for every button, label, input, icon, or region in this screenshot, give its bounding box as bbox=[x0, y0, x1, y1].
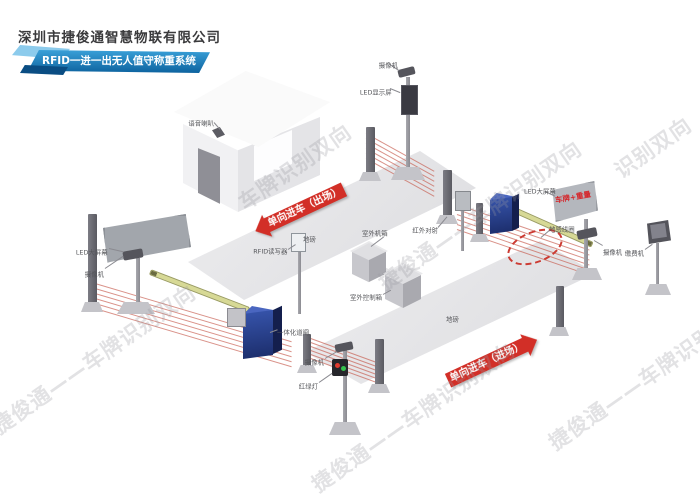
company-name: 深圳市捷俊通智慧物联有限公司 bbox=[18, 30, 221, 46]
barrier-exit-label: 一体化道闸 bbox=[277, 329, 309, 337]
entry-direction-arrow: 单向进车（进场） bbox=[444, 337, 530, 388]
infrared-post bbox=[88, 214, 97, 308]
led-screen-right-base bbox=[572, 268, 602, 280]
banner-tail-shape bbox=[20, 65, 68, 75]
camera-left-icon bbox=[122, 248, 144, 261]
rfid-pole-exit bbox=[298, 240, 301, 314]
traffic-pole-base bbox=[329, 422, 361, 435]
infrared-post bbox=[443, 170, 452, 220]
camera-right-icon bbox=[576, 227, 598, 240]
speaker-label: 语音喇叭 bbox=[188, 120, 214, 128]
traffic-pole bbox=[343, 350, 347, 426]
watermark: 捷俊通——车牌识别双向 bbox=[0, 280, 201, 439]
camera-right-label: 摄像机 bbox=[603, 249, 623, 257]
system-title-banner: RFID一进一出无人值守称重系统 bbox=[42, 55, 196, 67]
rfid-reader-label: RFID读写器 bbox=[252, 248, 287, 256]
rfid-reader-entry bbox=[455, 191, 471, 211]
pay-kiosk-screen bbox=[650, 223, 667, 239]
cabinet-b-label: 室外控制箱 bbox=[350, 294, 382, 302]
infrared-post bbox=[366, 127, 375, 177]
roof-speaker bbox=[212, 127, 225, 138]
led-screen-left bbox=[103, 214, 191, 263]
led-panel-top bbox=[401, 85, 418, 115]
led-screen-left-pole bbox=[136, 258, 140, 306]
infrared-post bbox=[476, 203, 483, 239]
barrier-entry-side bbox=[512, 193, 519, 231]
infrared-label: 红外对射 bbox=[412, 227, 438, 235]
barrier-exit-printer bbox=[227, 308, 246, 327]
camera-pole-top-base bbox=[391, 167, 425, 180]
scale-label-lower: 地磅 bbox=[446, 316, 459, 324]
watermark: 捷俊通——车牌识别双向 bbox=[544, 296, 700, 455]
rfid-pole-entry bbox=[461, 209, 464, 251]
camera-traffic-label: 摄像机 bbox=[304, 359, 324, 367]
traffic-light-green bbox=[341, 366, 346, 371]
led-panel-top-label: LED显示屏 bbox=[360, 89, 392, 97]
pay-kiosk-base bbox=[645, 284, 671, 295]
cabinet-a-label: 室外机箱 bbox=[362, 230, 388, 238]
led-screen-right-label: LED大屏幕 bbox=[524, 188, 556, 196]
barrier-exit-front bbox=[243, 309, 273, 359]
booth-door bbox=[198, 148, 220, 204]
led-screen-right-pole bbox=[584, 219, 588, 271]
led-screen-left-label: LED大屏幕 bbox=[76, 249, 108, 257]
camera-pole-top bbox=[406, 77, 410, 171]
pay-kiosk-label: 缴费机 bbox=[624, 250, 644, 258]
traffic-light-label: 红绿灯 bbox=[298, 383, 318, 391]
rfid-reader-exit bbox=[291, 233, 306, 252]
watermark: 识别双向 bbox=[610, 112, 697, 183]
scale-label-upper: 地磅 bbox=[303, 236, 316, 244]
infrared-post bbox=[303, 334, 311, 370]
infrared-post bbox=[556, 286, 564, 332]
pay-kiosk-pole bbox=[656, 243, 659, 288]
ground-loop-label: 地感线圈 bbox=[549, 226, 575, 234]
traffic-light-red bbox=[335, 363, 340, 368]
led-screen-left-base bbox=[117, 302, 155, 314]
infrared-post bbox=[375, 339, 384, 389]
camera-left-label: 摄像机 bbox=[84, 271, 104, 279]
barrier-entry-front bbox=[490, 196, 512, 234]
camera-top-label: 摄像机 bbox=[378, 62, 398, 70]
banner-shape bbox=[28, 50, 210, 73]
